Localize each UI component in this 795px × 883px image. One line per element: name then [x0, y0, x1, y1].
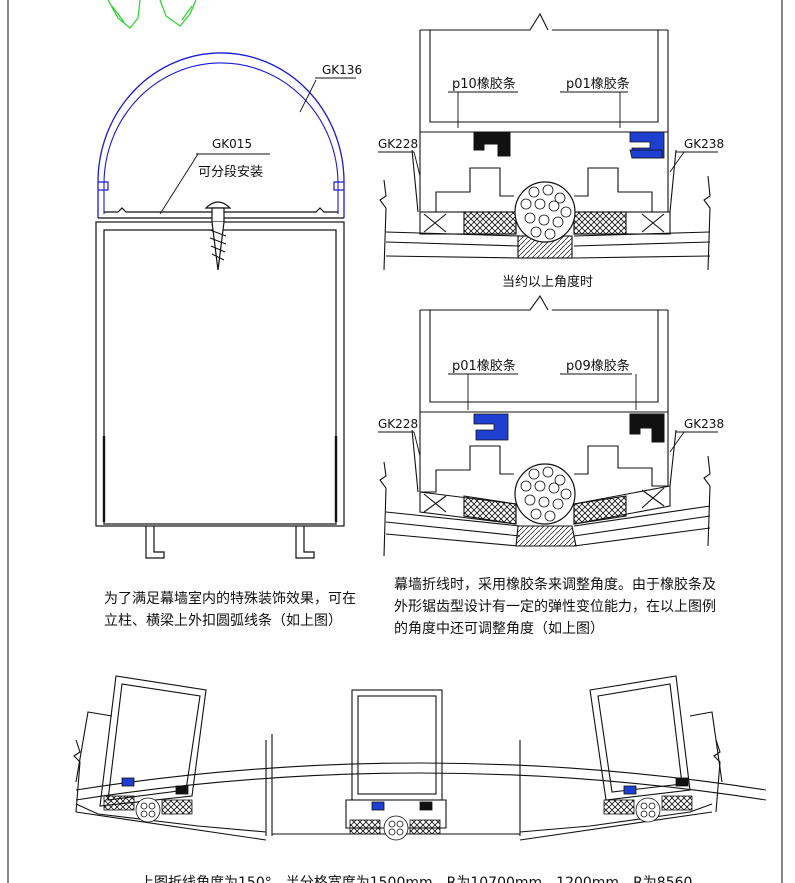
gasket-black-top [473, 131, 511, 157]
label-gk228-mid: GK228 [378, 417, 418, 431]
label-gk015: GK015 [212, 137, 252, 151]
caption-bottom: 上图折线角度为150°，半分格宽度为1500mm，R为10700mm，1200m… [140, 875, 693, 883]
gasket-blue-middle [473, 413, 509, 441]
caption-left: 为了满足幕墙室内的特殊装饰效果，可在立柱、横梁上外扣圆弧线条（如上图） [104, 591, 356, 629]
sealing-rod-middle [514, 463, 576, 525]
label-gasket-top-right: p01橡胶条 [566, 76, 630, 92]
polyline-wall-plan [73, 675, 767, 841]
logo-fragment [107, 0, 197, 29]
sealing-rod-top [514, 181, 576, 243]
joint-detail-top [379, 12, 711, 271]
label-angle-note: 当约以上角度时 [502, 274, 593, 290]
label-gk238-top: GK238 [684, 137, 724, 151]
plan-joints [103, 777, 693, 841]
gasket-black-middle [629, 413, 665, 443]
label-gk015-note: 可分段安装 [198, 165, 263, 180]
arc-profile-gk136 [97, 52, 345, 218]
screw [204, 201, 232, 209]
joint-detail-middle [379, 294, 711, 557]
label-gasket-top-left: p10橡胶条 [452, 76, 516, 92]
caption-right: 幕墙折线时，采用橡胶条来调整角度。由于橡胶条及外形锯齿型设计有一定的弹性变位能力… [394, 577, 716, 637]
label-gasket-mid-left: p01橡胶条 [452, 358, 516, 374]
label-gk238-mid: GK238 [684, 417, 724, 431]
label-gasket-mid-right: p09橡胶条 [566, 358, 630, 374]
label-gk136: GK136 [322, 63, 362, 77]
mullion-arc-detail [95, 52, 356, 559]
label-gk228-top: GK228 [378, 137, 418, 151]
